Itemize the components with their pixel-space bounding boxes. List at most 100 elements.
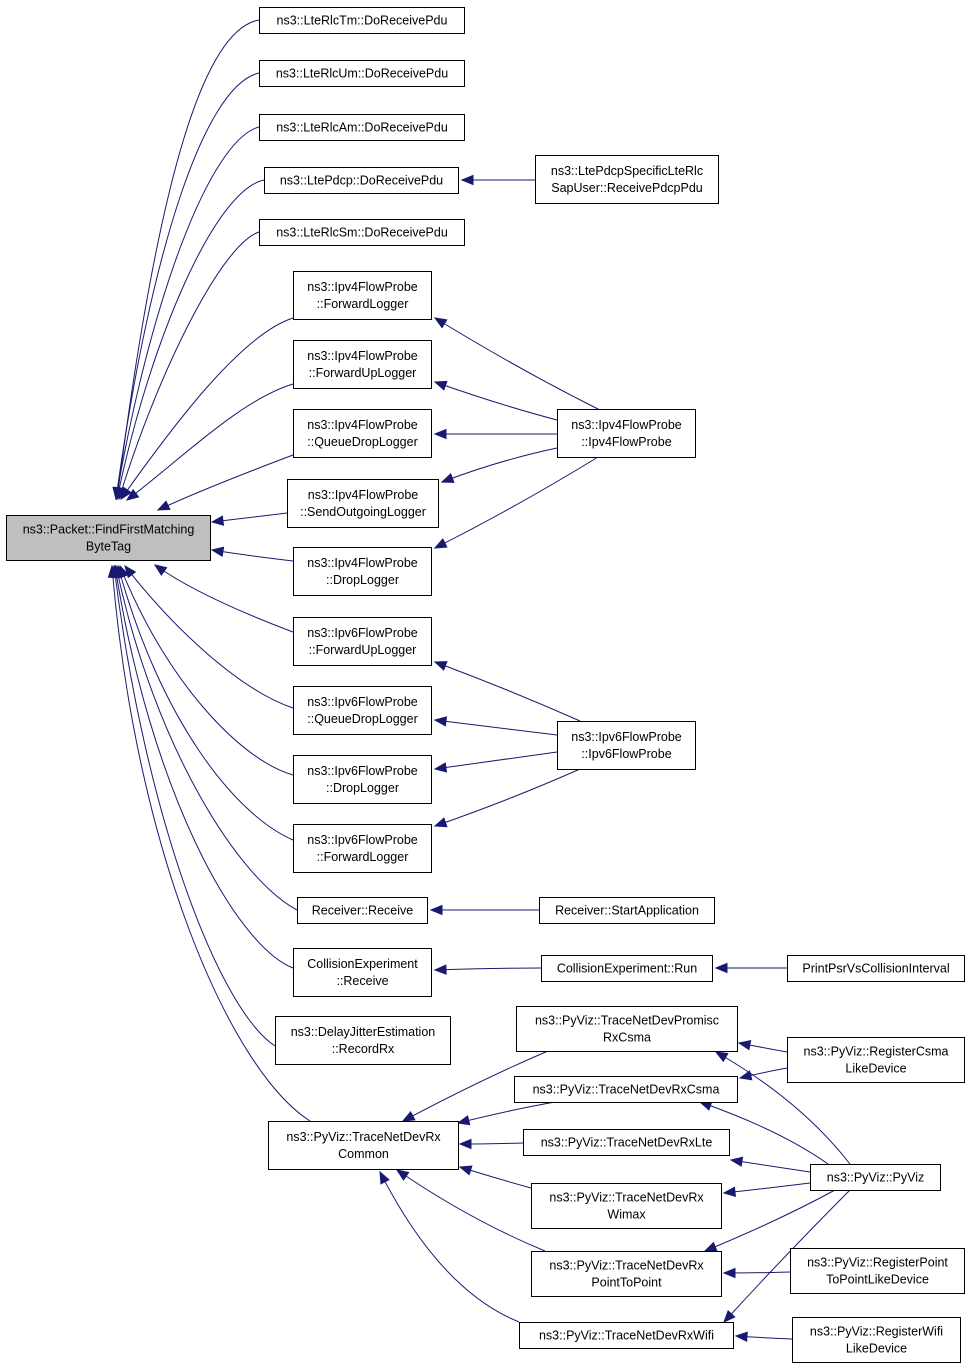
node-v6fwd[interactable]: ns3::Ipv6FlowProbe::ForwardLogger [293,824,432,873]
edge-pvregcsma-to-pvpromisc [737,1040,788,1053]
node-label: ::ForwardLogger [317,850,409,864]
node-box[interactable] [519,1322,734,1349]
node-box[interactable] [787,1037,965,1083]
node-v4probe[interactable]: ns3::Ipv4FlowProbe::Ipv4FlowProbe [557,409,696,458]
node-delay[interactable]: ns3::DelayJitterEstimation::RecordRx [275,1016,451,1065]
node-rlcum[interactable]: ns3::LteRlcUm::DoReceivePdu [259,60,465,87]
node-pvlte[interactable]: ns3::PyViz::TraceNetDevRxLte [523,1129,730,1156]
node-box[interactable] [259,114,465,141]
node-box[interactable] [293,948,432,997]
arrowhead-icon [433,538,448,549]
edge-collrun-to-collrecv [433,964,542,975]
node-v4drop[interactable]: ns3::Ipv4FlowProbe::DropLogger [293,547,432,596]
node-box[interactable] [810,1164,941,1191]
node-box[interactable] [539,897,715,924]
node-label: Common [338,1147,389,1161]
node-box[interactable] [557,721,696,770]
node-box[interactable] [293,340,432,389]
node-box[interactable] [535,155,719,204]
node-v6queue[interactable]: ns3::Ipv6FlowProbe::QueueDropLogger [293,686,432,735]
node-box[interactable] [787,955,965,982]
node-label: ns3::PyViz::TraceNetDevRx [286,1130,441,1144]
node-box[interactable] [792,1317,961,1363]
node-pdcpsap[interactable]: ns3::LtePdcpSpecificLteRlcSapUser::Recei… [535,155,719,204]
node-recvstart[interactable]: Receiver::StartApplication [539,897,715,924]
node-pvpyviz[interactable]: ns3::PyViz::PyViz [810,1164,941,1191]
edge-pvpyviz-to-pvp2p [703,1189,836,1252]
node-v6probe[interactable]: ns3::Ipv6FlowProbe::Ipv6FlowProbe [557,721,696,770]
edge-v4probe-to-v4fwd [433,317,599,410]
arrowhead-icon [395,1169,410,1181]
node-pvregp2p[interactable]: ns3::PyViz::RegisterPointToPointLikeDevi… [790,1248,965,1294]
node-box[interactable] [293,409,432,458]
node-box[interactable] [275,1016,451,1065]
edge-pdcp-to-root [114,179,265,501]
arrowhead-icon [153,564,168,576]
node-v4fwd[interactable]: ns3::Ipv4FlowProbe::ForwardLogger [293,271,432,320]
call-edges [107,19,851,1343]
node-box[interactable] [293,686,432,735]
arrowhead-icon [714,1051,729,1063]
node-box[interactable] [516,1006,738,1052]
edge-pdcpsap-to-pdcp [460,174,535,186]
node-box[interactable] [297,897,428,924]
node-recv[interactable]: Receiver::Receive [297,897,428,924]
node-box[interactable] [293,271,432,320]
node-v4send[interactable]: ns3::Ipv4FlowProbe::SendOutgoingLogger [287,479,439,528]
node-box[interactable] [264,167,459,194]
node-box[interactable] [531,1251,722,1297]
node-box[interactable] [514,1076,738,1103]
node-box[interactable] [6,515,211,561]
node-box[interactable] [268,1121,459,1170]
node-v4fwdup[interactable]: ns3::Ipv4FlowProbe::ForwardUpLogger [293,340,432,389]
node-rlcam[interactable]: ns3::LteRlcAm::DoReceivePdu [259,114,465,141]
edge-v6fwd-to-root [115,564,294,841]
edge-v6fwdup-to-root [153,564,294,633]
node-box[interactable] [293,824,432,873]
node-collrecv[interactable]: CollisionExperiment::Receive [293,948,432,997]
node-v4queue[interactable]: ns3::Ipv4FlowProbe::QueueDropLogger [293,409,432,458]
node-pdcp[interactable]: ns3::LtePdcp::DoReceivePdu [264,167,459,194]
node-pvcsma[interactable]: ns3::PyViz::TraceNetDevRxCsma [514,1076,738,1103]
node-box[interactable] [259,60,465,87]
edge-line [434,967,542,971]
node-pvwifi[interactable]: ns3::PyViz::TraceNetDevRxWifi [519,1322,734,1349]
edge-line [434,719,558,736]
node-box[interactable] [293,755,432,804]
node-box[interactable] [287,479,439,528]
node-collrun[interactable]: CollisionExperiment::Run [541,955,713,982]
node-box[interactable] [541,955,713,982]
edge-pvpyviz-to-pvlte [729,1156,811,1173]
node-box[interactable] [259,7,465,34]
edge-line [154,564,294,633]
node-rlctm[interactable]: ns3::LteRlcTm::DoReceivePdu [259,7,465,34]
node-v6drop[interactable]: ns3::Ipv6FlowProbe::DropLogger [293,755,432,804]
node-box[interactable] [259,219,465,246]
node-box[interactable] [293,547,432,596]
node-label: ByteTag [86,540,131,554]
node-rlcsm[interactable]: ns3::LteRlcSm::DoReceivePdu [259,219,465,246]
arrowhead-icon [734,1331,748,1343]
node-box[interactable] [523,1129,730,1156]
edge-rlcum-to-root [112,72,260,501]
node-v6fwdup[interactable]: ns3::Ipv6FlowProbe::ForwardUpLogger [293,617,432,666]
node-box[interactable] [790,1248,965,1294]
node-box[interactable] [557,409,696,458]
node-label: RxCsma [603,1031,651,1045]
node-printpsr[interactable]: PrintPsrVsCollisionInterval [787,955,965,982]
edge-line [402,1050,549,1122]
arrowhead-icon [458,1138,472,1150]
node-box[interactable] [531,1183,722,1229]
arrowhead-icon [107,564,119,578]
edge-line [730,1159,811,1173]
node-box[interactable] [293,617,432,666]
edge-pvwimax-to-pvcommon [458,1165,532,1189]
